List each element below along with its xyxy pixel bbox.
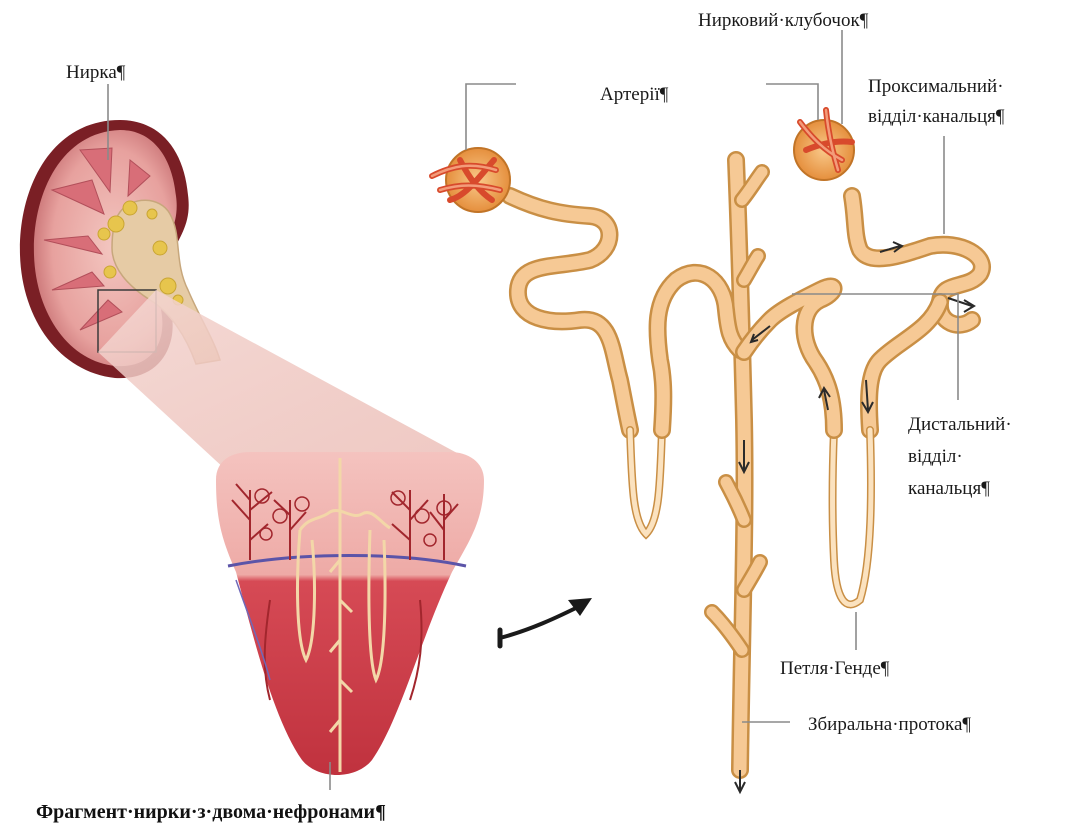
kidney-fragment — [216, 452, 484, 775]
label-distal-line3: канальця¶ — [908, 478, 990, 499]
label-glomerulus: Нирковий·клубочок¶ — [698, 10, 869, 31]
label-arteries: Артерії¶ — [600, 84, 669, 105]
collecting-duct — [712, 160, 762, 792]
label-distal-line2: відділ· — [908, 446, 963, 467]
label-distal-line1: Дистальний· — [908, 414, 1012, 435]
nephron-right — [744, 110, 982, 604]
zoom-beam — [98, 290, 470, 470]
label-fragment-caption: Фрагмент·нирки·з·двома·нефронами¶ — [36, 801, 386, 823]
label-collecting-duct: Збиральна·протока¶ — [808, 714, 971, 735]
label-kidney: Нирка¶ — [66, 62, 126, 83]
label-proximal-line2: відділ·канальця¶ — [868, 106, 1005, 127]
label-proximal-line1: Проксимальний· — [868, 76, 1004, 97]
label-loop-of-henle: Петля·Генде¶ — [780, 658, 890, 679]
nephron-structure — [432, 110, 982, 792]
transition-arrow — [500, 604, 584, 638]
